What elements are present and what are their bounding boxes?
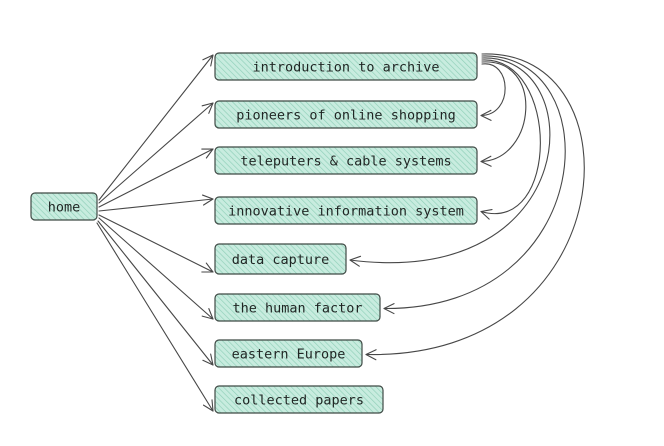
arrowhead	[202, 399, 214, 412]
arrowhead	[201, 262, 214, 273]
node-label: home	[48, 200, 81, 216]
nodes-layer: home introduction to archive pioneers of o…	[30, 52, 478, 414]
node-box	[214, 52, 478, 81]
edge-line	[98, 102, 214, 204]
edge-line	[98, 214, 214, 273]
edge-home-to-human-factor	[98, 217, 214, 320]
arrowhead	[365, 349, 377, 361]
node-innovative[interactable]: innovative information system	[214, 196, 478, 225]
node-label: pioneers of online shopping	[236, 108, 455, 124]
arrowhead	[201, 102, 214, 114]
node-pioneers[interactable]: pioneers of online shopping	[214, 100, 478, 129]
node-box	[214, 293, 381, 322]
edge-home-to-teleputers	[98, 148, 214, 208]
edge-home-to-data-capture	[98, 214, 214, 273]
node-label: innovative information system	[228, 204, 464, 220]
edge-introduction-to-innovative	[480, 59, 541, 220]
edge-introduction-to-data-capture	[349, 57, 551, 267]
node-box	[214, 243, 347, 275]
edge-introduction-to-pioneers	[480, 63, 506, 121]
edge-line	[383, 55, 566, 310]
edge-home-to-pioneers	[98, 102, 214, 204]
arrowhead	[201, 148, 214, 159]
edge-line	[365, 53, 585, 356]
node-collected-papers[interactable]: collected papers	[214, 385, 384, 414]
node-teleputers[interactable]: teleputers & cable systems	[214, 146, 478, 175]
edge-line	[97, 220, 214, 366]
edge-line	[480, 63, 506, 117]
edge-home-to-introduction	[98, 54, 214, 201]
node-data-capture[interactable]: data capture	[214, 243, 347, 275]
node-introduction[interactable]: introduction to archive	[214, 52, 478, 81]
node-label: teleputers & cable systems	[240, 154, 451, 170]
arrowhead	[480, 155, 492, 167]
node-eastern-europe[interactable]: eastern Europe	[214, 339, 363, 368]
edge-line	[98, 54, 214, 201]
arrowhead	[201, 308, 214, 320]
edge-line	[480, 59, 541, 215]
edge-home-to-eastern-europe	[97, 220, 214, 366]
edge-home-to-innovative	[98, 194, 214, 212]
node-box	[214, 196, 478, 225]
node-label: data capture	[232, 252, 330, 268]
edges-layer	[96, 53, 585, 412]
node-box	[214, 146, 478, 175]
arrowhead	[383, 303, 395, 315]
edge-line	[480, 61, 527, 163]
arrowhead	[349, 255, 362, 267]
arrowhead	[480, 209, 493, 220]
edge-home-to-collected-papers	[96, 222, 214, 412]
arrowhead	[202, 353, 214, 366]
edge-line	[96, 222, 214, 412]
edge-introduction-to-teleputers	[480, 61, 527, 167]
arrowhead	[202, 54, 214, 67]
edge-line	[98, 217, 214, 320]
node-label: collected papers	[234, 393, 364, 409]
node-label: eastern Europe	[232, 347, 346, 363]
arrowhead	[201, 194, 214, 206]
edge-introduction-to-eastern-europe	[365, 53, 585, 361]
edge-line	[349, 57, 551, 263]
node-box	[214, 339, 363, 368]
node-box	[214, 100, 478, 129]
node-box	[214, 385, 384, 414]
node-label: introduction to archive	[253, 60, 440, 76]
edge-line	[98, 148, 214, 208]
node-box	[30, 192, 98, 221]
edge-introduction-to-human-factor	[383, 55, 566, 315]
arrowhead	[480, 109, 492, 121]
edge-line	[98, 198, 214, 212]
node-human-factor[interactable]: the human factor	[214, 293, 381, 322]
node-home[interactable]: home	[30, 192, 98, 221]
node-label: the human factor	[232, 301, 362, 317]
